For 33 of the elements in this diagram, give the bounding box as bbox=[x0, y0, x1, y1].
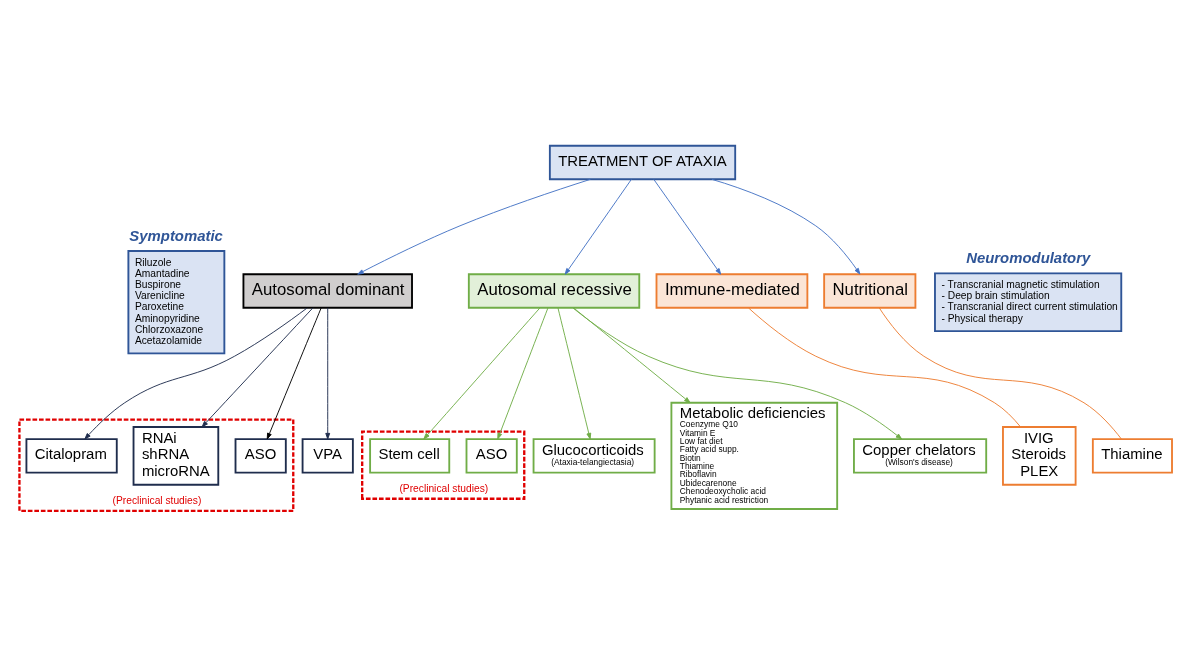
arrow bbox=[557, 307, 592, 440]
arrow bbox=[711, 178, 861, 275]
node-label: Neuromodulatory bbox=[966, 249, 1091, 266]
node-box: Nutritional bbox=[823, 273, 917, 309]
connector bbox=[748, 307, 1021, 428]
arrow bbox=[201, 307, 314, 428]
node-box: Thiamine bbox=[1091, 438, 1173, 474]
arrow bbox=[266, 307, 322, 440]
node-box: VPA bbox=[301, 438, 354, 474]
arrow bbox=[573, 307, 691, 404]
arrow bbox=[653, 179, 722, 275]
arrow bbox=[497, 307, 549, 440]
node-box: RNAi shRNA microRNA bbox=[132, 426, 220, 486]
node-box: Autosomal dominant bbox=[242, 273, 413, 309]
node-box: Copper chelators (Wilson's disease) bbox=[853, 438, 988, 474]
node-box: Glucocorticoids (Ataxia-telangiectasia) bbox=[532, 438, 656, 474]
arrow bbox=[325, 307, 331, 440]
node-box: Citalopram bbox=[25, 438, 118, 474]
node-box: TREATMENT OF ATAXIA bbox=[548, 144, 737, 181]
node-box: ASO bbox=[465, 438, 518, 474]
arrow bbox=[564, 179, 632, 275]
node-label: Symptomatic bbox=[129, 227, 223, 244]
node-box: ASO bbox=[234, 438, 287, 474]
arrow bbox=[423, 307, 541, 440]
arrow bbox=[84, 307, 308, 440]
node-box: Metabolic deficiencies Coenzyme Q10 Vitamin E Low fat diet Fatty acid supp. Biotin Thiamine Riboflavin Ubidecarenone Chenodeoxycholic acid Phytanic acid restriction bbox=[670, 401, 839, 510]
arrow bbox=[357, 178, 591, 275]
arrow bbox=[572, 307, 903, 440]
node-box: Autosomal recessive bbox=[467, 273, 641, 309]
node-box: Immune-mediated bbox=[655, 273, 809, 309]
node-box: IVIG Steroids PLEX bbox=[1002, 426, 1077, 486]
connector bbox=[878, 307, 1122, 440]
node-box: Stem cell bbox=[369, 438, 451, 474]
